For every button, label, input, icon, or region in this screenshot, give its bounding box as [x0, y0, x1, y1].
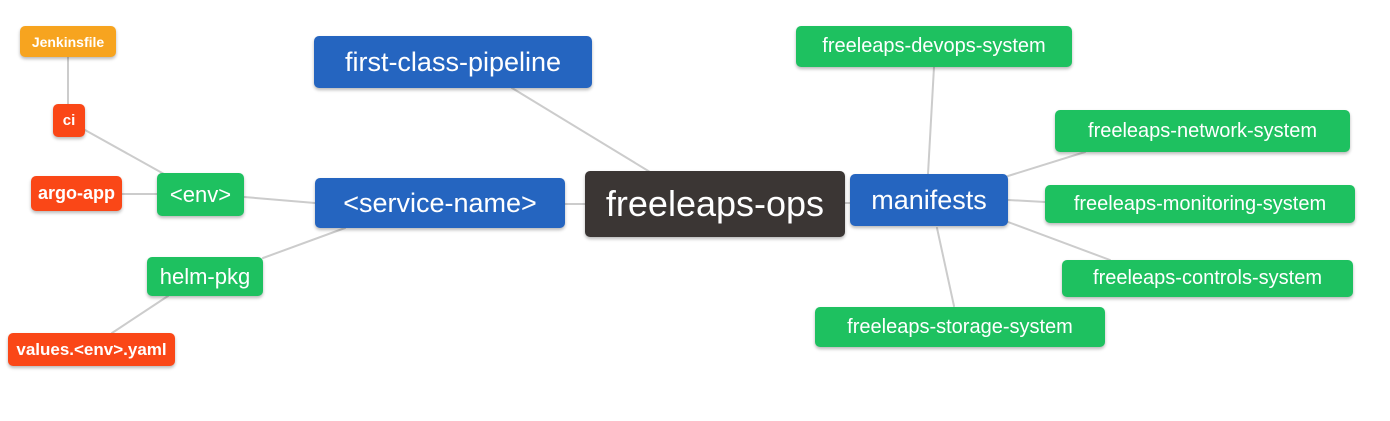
edge-values-env-yaml-helm-pkg	[111, 295, 169, 334]
node-freeleaps-controls-system[interactable]: freeleaps-controls-system	[1062, 260, 1353, 297]
edge-ci-env	[84, 129, 165, 175]
edge-manifests-storage-system	[936, 227, 955, 307]
node-ci[interactable]: ci	[53, 104, 85, 137]
node-freeleaps-storage-system[interactable]: freeleaps-storage-system	[815, 307, 1105, 347]
node-first-class-pipeline[interactable]: first-class-pipeline	[314, 36, 592, 88]
node-freeleaps-network-system[interactable]: freeleaps-network-system	[1055, 110, 1350, 152]
edge-manifests-network-system	[1007, 151, 1086, 177]
node-jenkinsfile[interactable]: Jenkinsfile	[20, 26, 116, 57]
node-freeleaps-monitoring-system[interactable]: freeleaps-monitoring-system	[1045, 185, 1355, 223]
edge-service-name-helm-pkg	[262, 227, 346, 259]
node-freeleaps-devops-system[interactable]: freeleaps-devops-system	[796, 26, 1072, 67]
edge-manifests-devops-system	[927, 66, 935, 175]
node-helm-pkg[interactable]: helm-pkg	[147, 257, 263, 296]
node-freeleaps-ops[interactable]: freeleaps-ops	[585, 171, 845, 237]
node-env[interactable]: <env>	[157, 173, 244, 216]
node-values-env-yaml[interactable]: values.<env>.yaml	[8, 333, 175, 366]
node-manifests[interactable]: manifests	[850, 174, 1008, 226]
edge-first-class-pipeline-root	[511, 87, 651, 173]
edge-manifests-monitoring-system	[1007, 199, 1046, 203]
edge-env-service-name	[243, 196, 316, 204]
node-service-name[interactable]: <service-name>	[315, 178, 565, 228]
edge-manifests-controls-system	[1007, 221, 1111, 261]
node-argo-app[interactable]: argo-app	[31, 176, 122, 211]
